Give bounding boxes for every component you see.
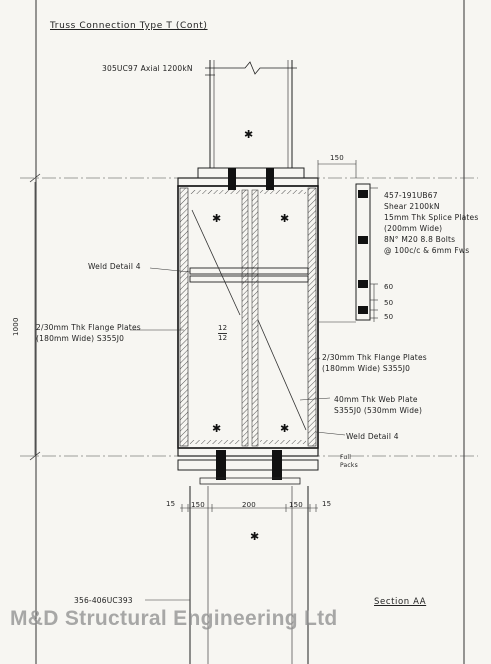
web-plate-line: 40mm Thk Web Plate [334, 395, 418, 404]
splice-note-line: 15mm Thk Splice Plates [384, 213, 479, 222]
splice-note-line: (200mm Wide) [384, 224, 443, 233]
svg-text:✱: ✱ [212, 212, 221, 225]
right-flange-line: (180mm Wide) S355J0 [322, 364, 411, 373]
weld-detail-left: Weld Detail 4 [88, 262, 141, 271]
dim-bottom-200: 200 [242, 501, 256, 509]
svg-text:✱: ✱ [280, 212, 289, 225]
bottom-column [189, 486, 309, 664]
bottom-column-label: 356-406UC393 [74, 596, 133, 605]
top-column-label: 305UC97 Axial 1200kN [102, 64, 193, 73]
web-plate-note: 40mm Thk Web Plate S355J0 (530mm Wide) [334, 394, 422, 416]
left-flange-line: (180mm Wide) S355J0 [36, 334, 125, 343]
dim-top-150: 150 [330, 154, 344, 162]
plate-ratio-top: 12 [218, 324, 228, 334]
full-packs-line: Full [340, 454, 352, 461]
plate-ratio-bottom: 12 [218, 334, 228, 342]
dim-bolt-50a: 50 [384, 299, 394, 307]
svg-text:✱: ✱ [280, 422, 289, 435]
left-flange-note: 2/30mm Thk Flange Plates (180mm Wide) S3… [36, 322, 141, 344]
dim-bottom-150b: 150 [289, 501, 303, 509]
right-flange-note: 2/30mm Thk Flange Plates (180mm Wide) S3… [322, 352, 427, 374]
dim-bottom-15a: 15 [166, 500, 176, 508]
weld-symbols: ✱ ✱ ✱ ✱ ✱ ✱ [212, 128, 289, 543]
dim-height-1000: 1000 [12, 317, 20, 336]
dim-bottom-150a: 150 [191, 501, 205, 509]
section-label: Section AA [374, 597, 427, 607]
svg-text:✱: ✱ [250, 530, 259, 543]
connection-box [177, 185, 319, 449]
left-flange-line: 2/30mm Thk Flange Plates [36, 323, 141, 332]
dim-bolt-60: 60 [384, 283, 394, 291]
splice-note: 457-191UB67 Shear 2100kN 15mm Thk Splice… [384, 190, 478, 256]
drawing-title: Truss Connection Type T (Cont) [50, 21, 208, 31]
full-packs-line: Packs [340, 462, 358, 469]
dim-bolt-50b: 50 [384, 313, 394, 321]
right-flange-line: 2/30mm Thk Flange Plates [322, 353, 427, 362]
svg-text:✱: ✱ [244, 128, 253, 141]
svg-text:✱: ✱ [212, 422, 221, 435]
splice-note-line: @ 100c/c & 6mm Fws [384, 246, 470, 255]
splice-plate [355, 183, 378, 321]
splice-note-line: 457-191UB67 [384, 191, 438, 200]
weld-detail-right: Weld Detail 4 [346, 432, 399, 441]
top-column [205, 60, 297, 168]
splice-note-line: Shear 2100kN [384, 202, 440, 211]
dim-bottom-15b: 15 [322, 500, 332, 508]
full-packs-note: Full Packs [340, 454, 358, 470]
company-watermark: M&D Structural Engineering Ltd [10, 607, 338, 630]
plate-ratio: 12 12 [218, 324, 228, 343]
web-plate-line: S355J0 (530mm Wide) [334, 406, 423, 415]
splice-note-line: 8N° M20 8.8 Bolts [384, 235, 456, 244]
